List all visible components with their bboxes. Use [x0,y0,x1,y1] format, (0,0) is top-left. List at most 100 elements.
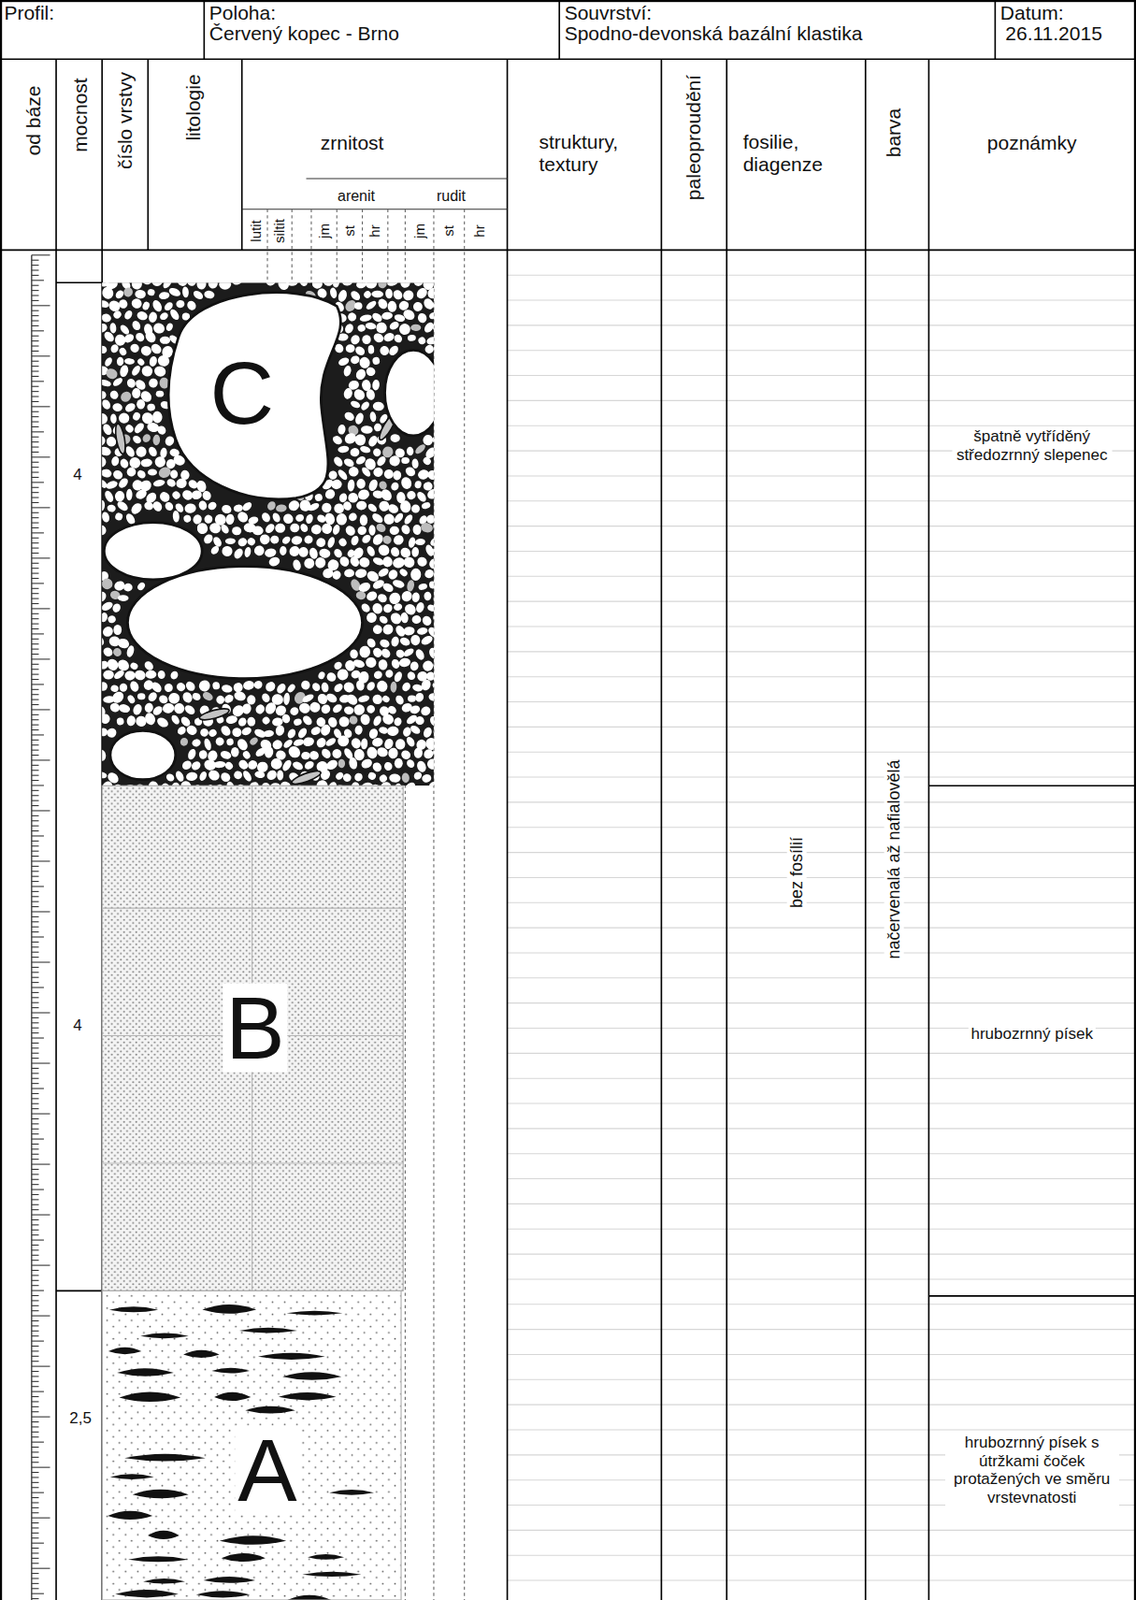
grid-line [864,58,867,1600]
pebble [101,434,107,447]
pebble [394,738,405,750]
pebble [133,330,146,344]
pebble [364,299,378,312]
note-text: špatně vytříděný středozrnný slepenec [951,427,1112,464]
pebble [420,614,433,628]
pebble [348,554,361,568]
column-header: struktury, textury [538,130,656,176]
pebble [157,670,166,680]
grid-line [661,58,663,1600]
lens [287,1310,344,1316]
pebble [161,702,176,715]
ruler-tick [31,365,40,367]
ruler-tick [31,1219,40,1221]
pebble [428,715,433,728]
pebble [263,546,277,559]
pebble [143,500,155,511]
ruler-tick [31,1173,40,1175]
pebble [354,454,367,466]
pebble [232,769,244,780]
pebble [431,298,434,313]
pebble [358,556,372,570]
ruler-tick [31,850,40,852]
pebble [389,681,397,693]
header-field: Souvrství: [564,1,652,25]
pebble [101,299,110,309]
ruler-tick [31,592,40,594]
boulder [168,292,341,500]
ruled-line [507,349,1136,351]
ruler-tick [31,1193,40,1195]
sub-header: rudit [436,186,466,204]
layer-boundary [928,784,1136,787]
pebble [337,759,346,769]
ruler-tick [31,476,40,478]
lens [214,1392,251,1401]
boulder [127,566,362,679]
ruler-tick [31,451,40,453]
ruler-tick [31,522,40,524]
pebble [359,400,372,412]
pebble [165,321,174,332]
pebble [370,692,385,707]
ruler-tick [31,1128,40,1130]
pebble [236,716,248,728]
pebble [241,702,253,715]
ruler-tick [31,527,40,529]
pebble [354,367,368,382]
pebble [298,282,310,288]
ruler-tick [31,1214,51,1216]
ruled-line [507,851,1136,853]
ruler-tick [31,517,40,518]
ruler-tick [31,1572,40,1574]
pebble [367,345,374,355]
pebble [152,478,166,488]
boulder [103,522,202,580]
pebble [347,714,360,726]
pebble [413,747,423,759]
pebble [421,455,432,466]
pebble [189,759,202,772]
pebble [398,657,412,668]
pebble [377,614,389,625]
ruler-tick [31,1183,40,1185]
ruler-tick [31,749,40,751]
pebble [149,282,165,288]
pebble [347,465,360,478]
ruler-tick [31,1072,40,1074]
pebble [368,524,375,536]
pebble [330,433,344,446]
lens [286,1595,333,1600]
pebble [223,760,234,771]
pebble [199,749,208,760]
ruler-tick [31,547,40,549]
pebble [341,679,357,695]
pebble [403,464,418,478]
header-field: Poloha: [209,1,276,25]
pebble [418,704,432,718]
pebble [149,342,164,357]
pebble [292,717,303,727]
pebble [136,399,145,410]
ruler-tick [31,800,40,802]
pebble [410,634,421,647]
pebble [335,513,347,526]
pebble [380,712,395,727]
ruler-tick [31,830,40,832]
pebble [422,481,433,491]
ruler-tick [31,992,40,993]
pebble [336,468,349,482]
ruler-tick [31,1410,40,1412]
pebble [431,611,434,625]
layer-boundary [56,1290,102,1293]
pebble [129,297,144,311]
pebble [167,691,181,705]
pebble [354,724,364,735]
pebble [101,312,113,323]
lens [108,1347,142,1354]
pebble [342,457,355,469]
ruler-tick [31,1425,40,1427]
pebble [320,502,332,515]
pebble [101,398,113,411]
ruler-tick [31,775,40,777]
